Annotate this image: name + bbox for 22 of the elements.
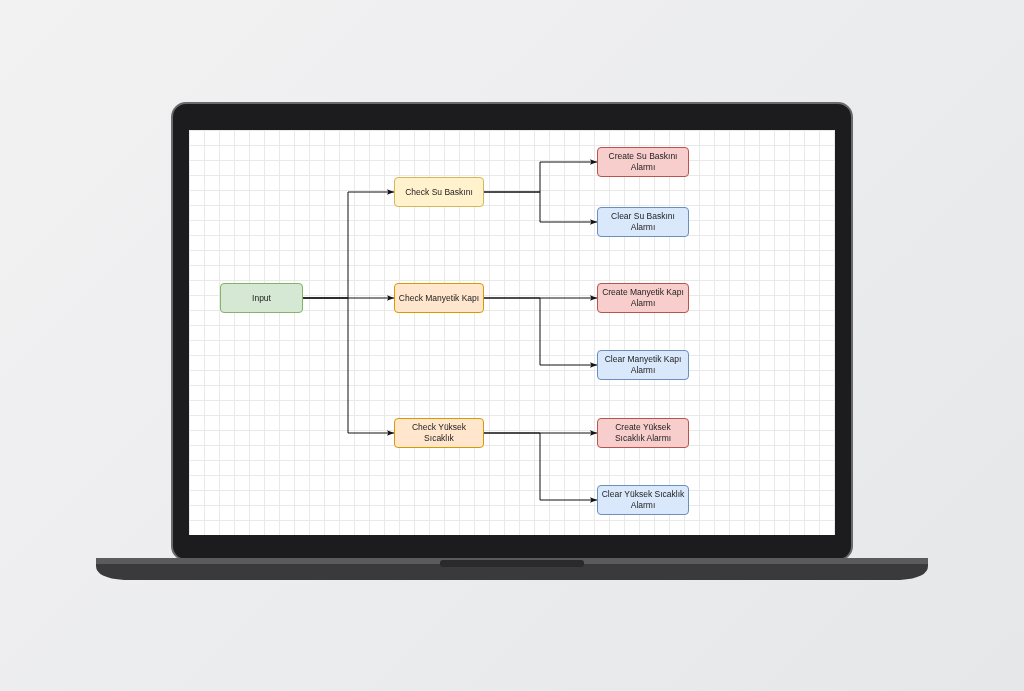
box-label: Clear Su Baskını Alarmı <box>610 211 676 233</box>
box-label: Input <box>252 292 271 304</box>
process-box <box>220 283 303 313</box>
arrow <box>483 297 598 368</box>
process-box <box>597 207 689 237</box>
box-label: Create Yüksek Sıcaklık Alarmı <box>613 422 673 444</box>
process-box <box>597 418 689 448</box>
box-label: Clear Yüksek Sıcaklık Alarmı <box>600 489 686 511</box>
process-box <box>597 147 689 177</box>
box-label: Create Su Baskını Alarmı <box>607 151 679 173</box>
process-box <box>394 177 484 207</box>
box-label: Clear Manyetik Kapı Alarmı <box>603 354 683 376</box>
box-label: Check Yüksek Sıcaklık <box>410 422 468 444</box>
arrow <box>483 191 598 225</box>
process-box <box>597 350 689 380</box>
process-box <box>394 283 484 313</box>
box-label: Create Manyetik Kapı Alarmı <box>601 287 685 309</box>
arrow <box>302 297 395 436</box>
process-box <box>394 418 484 448</box>
arrow <box>483 432 598 503</box>
box-label: Check Manyetik Kapı <box>398 292 480 304</box>
box-label: Check Su Baskını <box>405 186 473 198</box>
